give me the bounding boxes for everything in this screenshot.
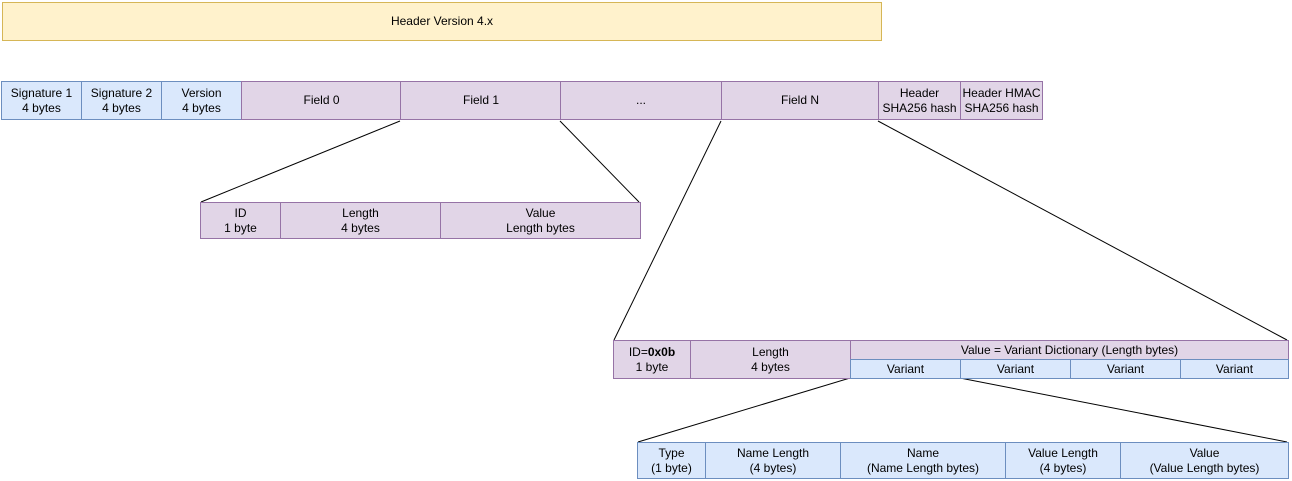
cell-label: Variant — [886, 361, 925, 376]
cell-sublabel: 4 bytes — [102, 100, 141, 115]
field-n-cell-length: Length 4 bytes — [690, 340, 851, 379]
header-cell-field-1: Field 1 — [400, 81, 562, 120]
variant-detail-cell-type: Type (1 byte) — [637, 442, 706, 479]
cell-label: Field N — [780, 93, 819, 107]
field-n-detail-row: ID=0x0b 1 byte Length 4 bytes Value = Va… — [613, 340, 1289, 379]
cell-label: Variant — [996, 361, 1035, 376]
cell-sublabel: 4 bytes — [22, 100, 61, 115]
variant-cell-2: Variant — [960, 359, 1071, 379]
cell-label: Type — [658, 445, 685, 460]
variant-detail-cell-value: Value (Value Length bytes) — [1120, 442, 1289, 479]
variant-cell-1: Variant — [850, 359, 961, 379]
header-cell-version: Version 4 bytes — [161, 81, 242, 120]
cell-sublabel: (Value Length bytes) — [1149, 460, 1260, 475]
title-box-header-version: Header Version 4.x — [2, 2, 882, 41]
connector-variant-left — [637, 377, 851, 443]
variant-detail-cell-name-length: Name Length (4 bytes) — [705, 442, 841, 479]
connector-variant-right — [959, 377, 1288, 443]
cell-sublabel: 1 byte — [635, 359, 669, 374]
cell-sublabel: (Name Length bytes) — [866, 460, 980, 475]
cell-label: Field 1 — [462, 93, 500, 107]
id-prefix: ID= — [628, 344, 648, 359]
cell-label: Name — [906, 445, 939, 460]
variant-detail-cell-value-length: Value Length (4 bytes) — [1005, 442, 1121, 479]
cell-label: Value = Variant Dictionary (Length bytes… — [960, 342, 1179, 357]
variant-cell-4: Variant — [1180, 359, 1289, 379]
header-cell-signature-2: Signature 2 4 bytes — [81, 81, 162, 120]
cell-label: Signature 2 — [90, 85, 153, 100]
cell-label: Variant — [1215, 361, 1254, 376]
cell-label: Value Length — [1028, 445, 1098, 460]
header-cell-signature-1: Signature 1 4 bytes — [1, 81, 82, 120]
cell-label: Value — [1189, 445, 1220, 460]
cell-label: Value — [525, 205, 556, 220]
cell-label: Field 0 — [303, 93, 340, 107]
id-value: 0x0b — [647, 344, 676, 359]
cell-label: ID=0x0b — [629, 345, 675, 360]
cell-label: Length — [342, 205, 379, 220]
variant-detail-row: Type (1 byte) Name Length (4 bytes) Name… — [637, 442, 1289, 479]
cell-sublabel: 4 bytes — [341, 220, 380, 235]
header-cell-ellipsis: ... — [560, 81, 722, 120]
cell-label: Variant — [1106, 361, 1145, 376]
cell-sublabel: (4 bytes) — [1039, 460, 1087, 475]
cell-sublabel: SHA256 hash — [882, 100, 957, 115]
header-cell-hmac-sha256-hash: Header HMAC SHA256 hash — [960, 81, 1043, 120]
cell-label: Signature 1 — [10, 85, 73, 100]
cell-label: Header HMAC — [962, 85, 1041, 100]
header-cell-sha256-hash: Header SHA256 hash — [878, 81, 961, 120]
cell-sublabel: 4 bytes — [182, 100, 221, 115]
cell-label: ID — [234, 205, 247, 220]
cell-sublabel: 4 bytes — [751, 359, 790, 374]
field-n-cell-id: ID=0x0b 1 byte — [613, 340, 691, 379]
cell-label: Name Length — [736, 445, 810, 460]
cell-sublabel: (4 bytes) — [749, 460, 797, 475]
header-row: Signature 1 4 bytes Signature 2 4 bytes … — [1, 81, 1043, 120]
cell-label: Version — [181, 85, 222, 100]
cell-sublabel: 1 byte — [224, 220, 257, 235]
variant-detail-cell-name: Name (Name Length bytes) — [840, 442, 1006, 479]
field-detail-cell-length: Length 4 bytes — [280, 202, 441, 239]
connector-fieldn-right — [877, 120, 1288, 341]
header-cell-field-0: Field 0 — [241, 81, 402, 120]
cell-label: Header — [899, 85, 940, 100]
field-detail-row: ID 1 byte Length 4 bytes Value Length by… — [200, 202, 641, 239]
field-detail-cell-id: ID 1 byte — [200, 202, 281, 239]
cell-sublabel: Length bytes — [506, 220, 575, 235]
cell-label: ... — [635, 93, 646, 107]
connector-field1-right — [559, 120, 640, 203]
field-detail-cell-value: Value Length bytes — [440, 202, 641, 239]
cell-sublabel: SHA256 hash — [964, 100, 1039, 115]
header-cell-field-n: Field N — [721, 81, 879, 120]
title-box-label: Header Version 4.x — [390, 14, 494, 28]
cell-sublabel: (1 byte) — [651, 460, 692, 475]
cell-label: Length — [752, 344, 789, 359]
variant-dictionary-band: Value = Variant Dictionary (Length bytes… — [850, 340, 1289, 360]
connector-field1-left — [200, 120, 401, 203]
variant-cell-3: Variant — [1070, 359, 1181, 379]
